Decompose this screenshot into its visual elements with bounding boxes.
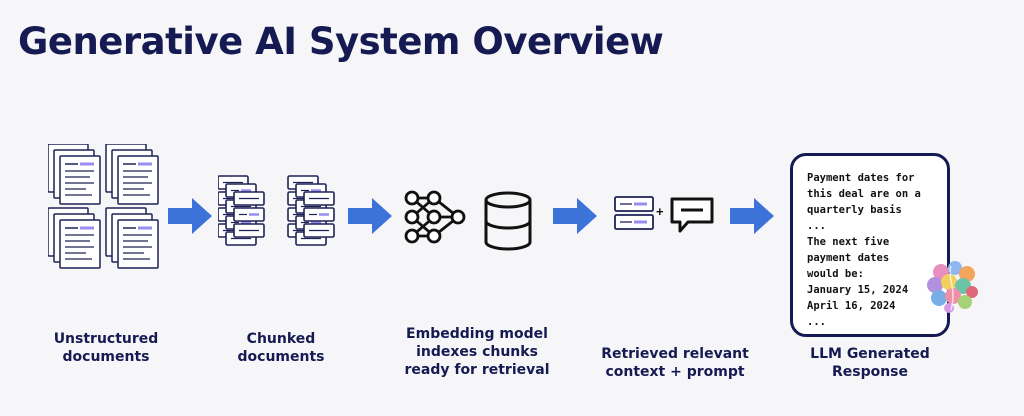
response-line: this deal are on a (807, 188, 921, 200)
label-unstructured-documents: Unstructured documents (36, 330, 176, 366)
label-llm-response: LLM Generated Response (790, 345, 950, 381)
right-arrow-icon (168, 198, 212, 234)
label-line: indexes chunks (416, 344, 538, 360)
label-line: Embedding model (406, 326, 548, 342)
label-line: Chunked (246, 331, 316, 347)
label-line: Response (831, 364, 909, 380)
brain-icon (927, 261, 978, 313)
page-title: Generative AI System Overview (18, 20, 664, 63)
response-line: quarterly basis (807, 204, 902, 216)
right-arrow-icon (730, 198, 774, 234)
response-line: The next five (807, 236, 890, 248)
response-line: Payment dates for (807, 172, 915, 184)
label-line: Unstructured (53, 331, 159, 347)
response-line: April 16, 2024 (807, 300, 896, 312)
right-arrow-icon (348, 198, 392, 234)
label-line: ready for retrieval (404, 362, 550, 378)
response-line: would be: (807, 268, 864, 280)
label-line: documents (237, 349, 325, 365)
label-line: documents (62, 349, 150, 365)
response-line: ... (807, 220, 826, 232)
response-line: ... (807, 316, 826, 328)
retrieved-chunk-icon (614, 196, 654, 230)
chat-bubble-icon (670, 197, 714, 233)
chunked-document-icon (218, 174, 344, 250)
plus-symbol: + (656, 204, 664, 219)
label-line: Retrieved relevant (601, 346, 749, 362)
label-line: context + prompt (605, 364, 745, 380)
label-retrieved-context: Retrieved relevant context + prompt (590, 345, 760, 381)
response-line: payment dates (807, 252, 890, 264)
response-line: January 15, 2024 (807, 284, 909, 296)
llm-response-box: Payment dates for this deal are on a qua… (790, 153, 950, 337)
label-line: LLM Generated (810, 346, 930, 362)
neural-network-icon (404, 190, 466, 244)
label-embedding-model: Embedding model indexes chunks ready for… (392, 325, 562, 379)
document-stack-icon (48, 144, 160, 270)
database-icon (484, 191, 532, 251)
label-chunked-documents: Chunked documents (211, 330, 351, 366)
right-arrow-icon (553, 198, 597, 234)
